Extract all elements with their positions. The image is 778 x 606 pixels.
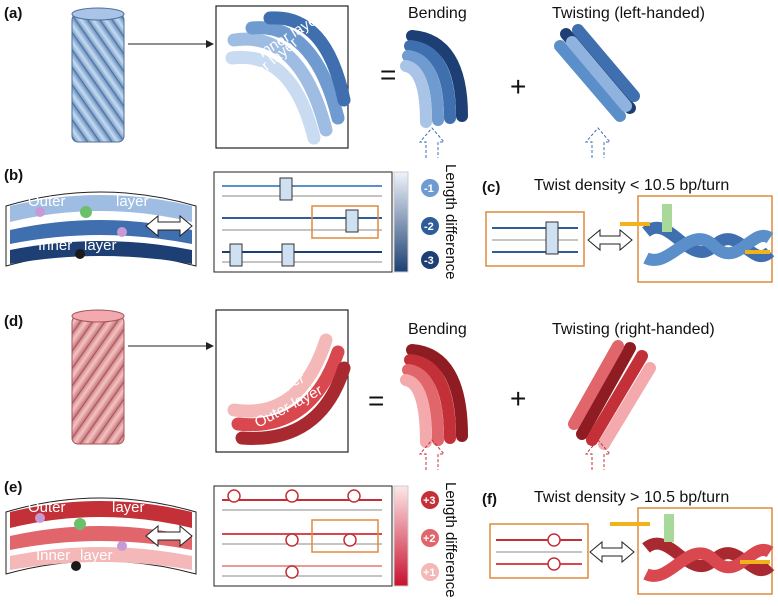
double-arrow-e: [145, 524, 193, 548]
level-badge-3-b: -3: [424, 255, 434, 267]
dashed-arrow-twisting-a: [584, 127, 612, 158]
layer-arc-e: Outer layer Inner layer: [5, 497, 197, 575]
bending-bundle-d: [400, 344, 468, 448]
outer-label-e: Outer: [28, 499, 66, 516]
twisting-bundle-a: [554, 24, 640, 122]
twisted-helix-box-c: [620, 195, 775, 283]
equals-sign-d: =: [368, 385, 384, 416]
inner-label-b: Inner: [38, 237, 72, 254]
red-cylinder: [71, 309, 125, 445]
equals-sign-a: =: [380, 59, 396, 90]
level-badge-2-e: +2: [423, 533, 436, 545]
dashed-arrow-bending-a: [418, 127, 446, 158]
blue-cylinder: [71, 7, 125, 143]
level-badges-e: +3 +2 +1: [421, 491, 439, 581]
length-gradient-bar-b: [393, 171, 409, 273]
outer-label2-e: layer: [112, 499, 145, 516]
bending-title-d: Bending: [408, 321, 467, 338]
layer-arc-b: Outer layer Inner layer: [5, 191, 197, 267]
bending-bundle-a: [400, 30, 468, 128]
twisting-bundle-d: [568, 340, 656, 450]
level-badges-b: -1 -2 -3: [421, 179, 439, 269]
double-arrow-b: [145, 214, 193, 238]
panel-label-f: (f): [482, 491, 497, 508]
panel-label-e: (e): [4, 479, 22, 496]
bent-bundle-box-d: Inner layer Outer layer: [215, 309, 351, 453]
level-badge-1-b: -1: [424, 183, 434, 195]
outer-label-b: Outer: [28, 193, 66, 210]
panel-label-b: (b): [4, 167, 23, 184]
panel-label-d: (d): [4, 313, 23, 330]
dashed-arrow-twisting-d: [584, 439, 612, 470]
level-badge-3-e: +1: [423, 567, 436, 579]
twisting-title-d: Twisting (right-handed): [552, 321, 715, 338]
inner-label-e: Inner: [36, 547, 70, 564]
length-difference-label-b: Length difference: [442, 164, 459, 280]
plus-sign-d: +: [510, 383, 526, 414]
double-arrow-f: [589, 540, 635, 564]
panel-label-a: (a): [4, 5, 22, 22]
strand-diagram-b: [213, 171, 393, 273]
strand-diagram-e: [213, 485, 393, 587]
strand-box-c: [485, 211, 585, 267]
twisting-title-a: Twisting (left-handed): [552, 5, 705, 22]
level-badge-1-e: +3: [423, 495, 436, 507]
outer-label2-b: layer: [116, 193, 149, 210]
bending-title-a: Bending: [408, 5, 467, 22]
twist-density-label-c: Twist density < 10.5 bp/turn: [534, 177, 729, 194]
length-difference-label-e: Length difference: [442, 482, 459, 598]
level-badge-2-b: -2: [424, 221, 434, 233]
panel-label-c: (c): [482, 179, 500, 196]
dashed-arrow-bending-d: [418, 439, 446, 470]
double-arrow-c: [587, 228, 633, 252]
inner-label2-e: layer: [80, 547, 113, 564]
strand-box-f: [489, 523, 589, 579]
length-gradient-bar-e: [393, 485, 409, 587]
inner-label2-b: layer: [84, 237, 117, 254]
twist-density-label-f: Twist density > 10.5 bp/turn: [534, 489, 729, 506]
bent-bundle-box-a: Inner layer Outer layer: [215, 5, 351, 149]
plus-sign-a: +: [510, 71, 526, 102]
twisted-helix-box-f: [610, 507, 775, 595]
